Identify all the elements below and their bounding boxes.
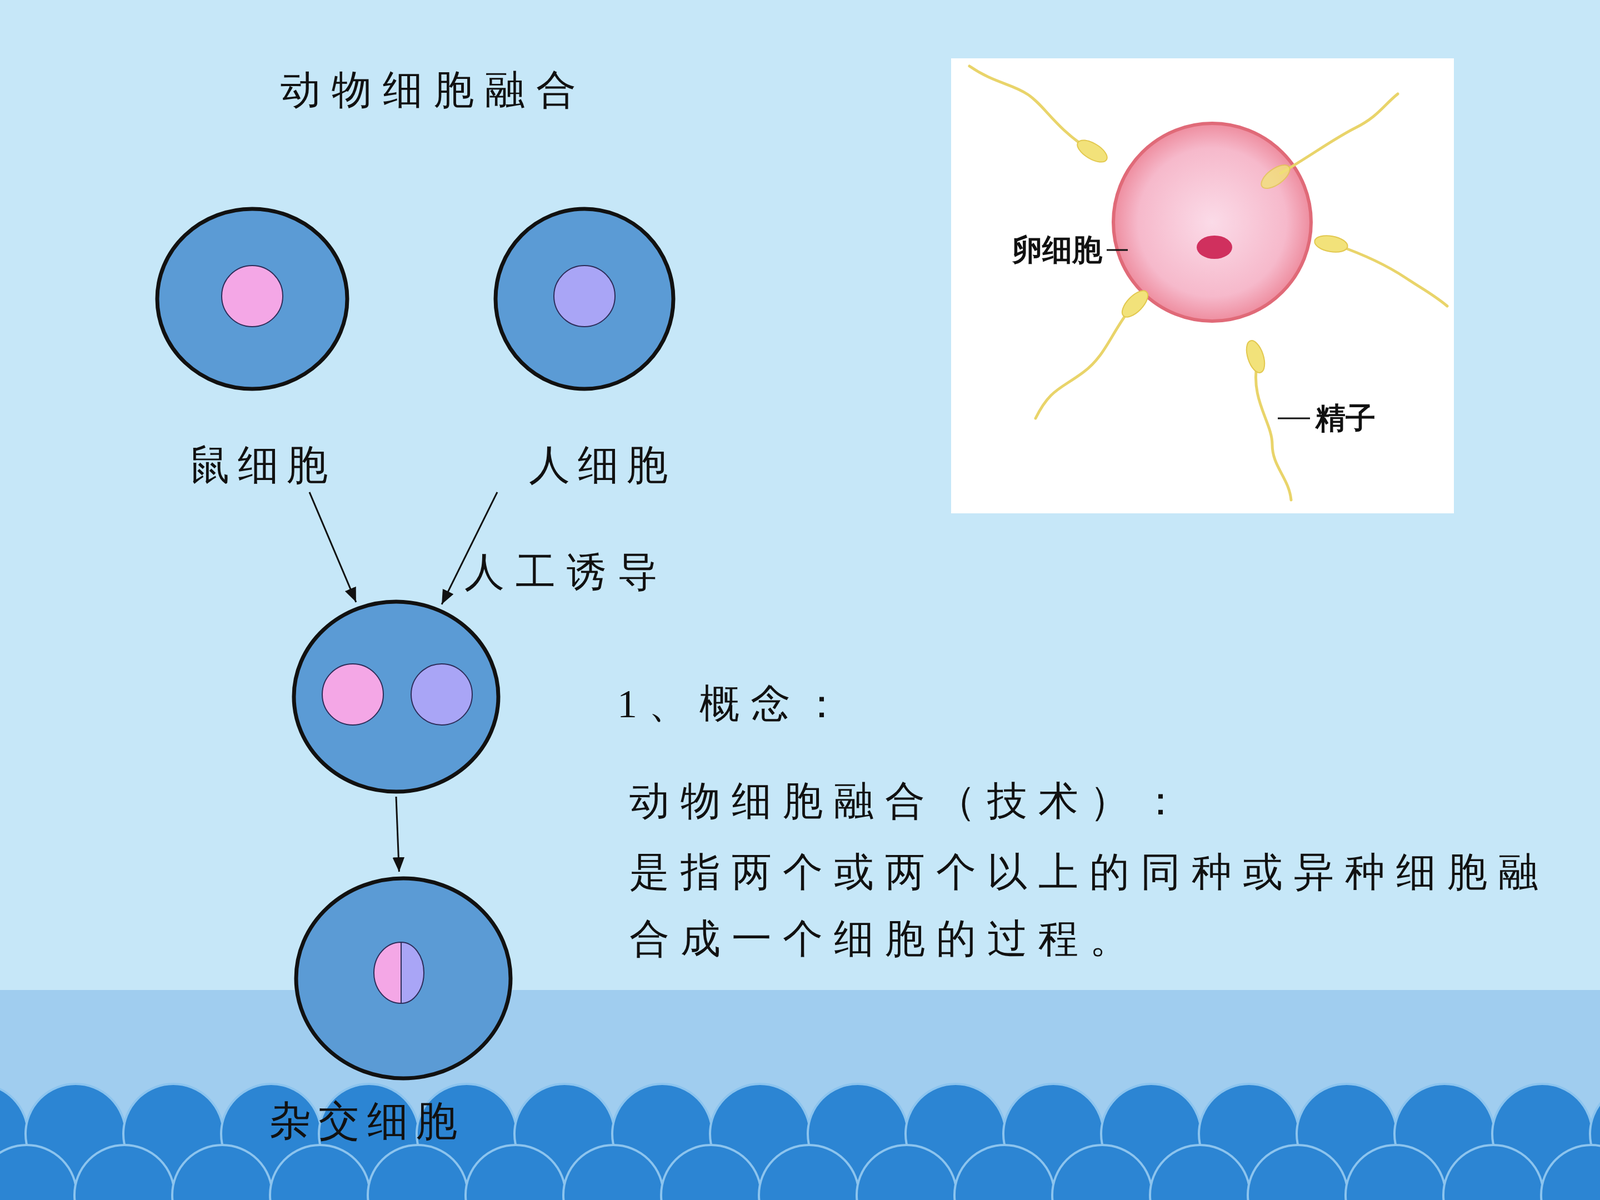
cell-shape bbox=[154, 206, 350, 392]
leader-line bbox=[1106, 249, 1128, 252]
diagram-title: 动物细胞融合 bbox=[280, 56, 588, 124]
arrow-connector bbox=[309, 492, 357, 603]
photo-label: 卵细胞 bbox=[1012, 233, 1103, 267]
photo-label: 精子 bbox=[1315, 401, 1376, 435]
cell-node bbox=[291, 598, 502, 795]
cell-node: 鼠细胞 bbox=[154, 206, 350, 490]
cell-shape bbox=[291, 598, 502, 795]
cell-shape bbox=[293, 875, 514, 1082]
cell-node: 杂交细胞 bbox=[293, 875, 514, 1147]
concept-text: 是指两个或两个以上的同种或异种细胞融合成一个细胞的过程。 bbox=[629, 838, 1552, 973]
cell-label: 鼠细胞 bbox=[164, 440, 360, 490]
edge-label: 人工诱导 bbox=[464, 538, 669, 606]
concept-text: 动物细胞融合（技术）： bbox=[629, 767, 1192, 835]
arrow-connector bbox=[396, 796, 399, 872]
cell-node: 人细胞 bbox=[492, 206, 677, 490]
leader-line bbox=[1277, 417, 1310, 420]
cell-shape bbox=[492, 206, 677, 392]
egg-photo bbox=[951, 58, 1454, 514]
wave-pattern bbox=[0, 1083, 1600, 1200]
cell-label: 杂交细胞 bbox=[257, 1096, 478, 1147]
concept-text: 1、概念： bbox=[617, 670, 853, 738]
cell-label: 人细胞 bbox=[510, 440, 694, 490]
